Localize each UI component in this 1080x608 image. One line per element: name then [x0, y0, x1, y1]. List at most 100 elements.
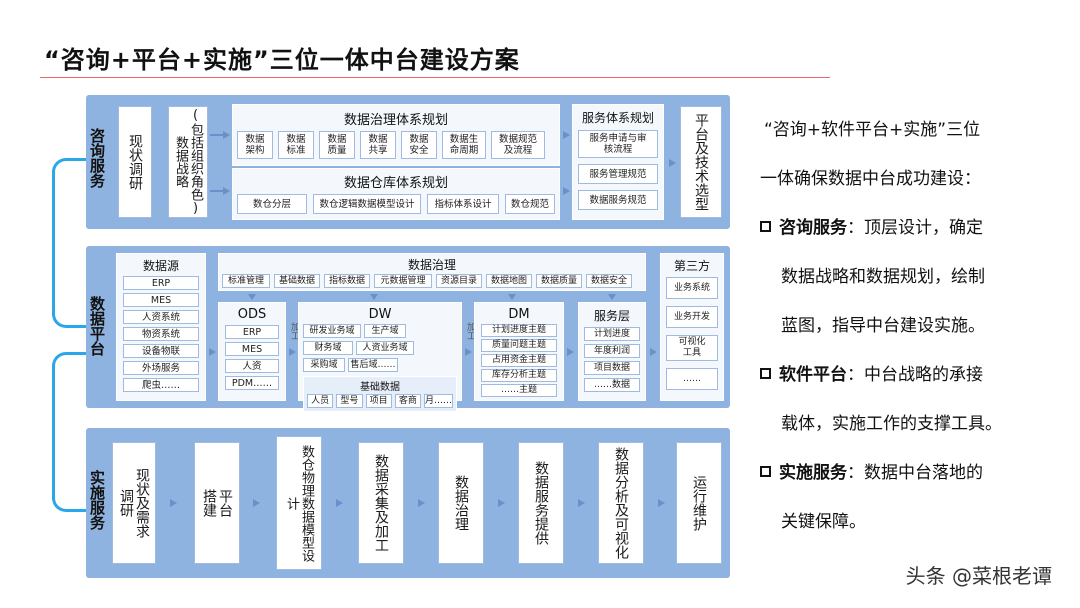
platform-gov-panel: 数据治理 标准管理 基础数据 指标数据 元数据管理 资源目录 数据地图 数据质量…: [218, 253, 646, 291]
title-divider: [40, 77, 830, 78]
desc-item-cont: 关键保障。: [760, 498, 1070, 547]
consult-gov-item: 数据架构: [237, 131, 273, 159]
arrow-down: [508, 294, 516, 300]
arrow-right: [336, 499, 343, 507]
svc-layer-list: 计划进度 年度利润 项目数据 ……数据: [579, 324, 645, 392]
svc-layer-panel: 服务层 计划进度 年度利润 项目数据 ……数据: [578, 302, 646, 401]
arrow-down: [248, 294, 256, 300]
third-party-item: 业务系统: [666, 277, 718, 299]
step-box: 现状及需求调研: [112, 442, 156, 564]
arrow-down: [370, 294, 378, 300]
platform-gov-item: 基础数据: [274, 274, 320, 288]
process-label: 加工: [289, 322, 299, 340]
desc-item-text: ：中台战略的承接: [847, 365, 983, 385]
source-title: 数据源: [142, 259, 179, 273]
dm-item: 库存分析主题: [481, 369, 557, 382]
third-party-item: ……: [666, 368, 718, 390]
consult-gov-item: 数据规范及流程: [491, 131, 545, 159]
arrow-right: [563, 187, 570, 195]
consult-dw-item: 数仓规范: [505, 194, 555, 214]
consult-svc-title: 服务体系规划: [581, 111, 654, 125]
platform-gov-items: 标准管理 基础数据 指标数据 元数据管理 资源目录 数据地图 数据质量 数据安全: [219, 273, 645, 288]
checkbox-bullet-icon: [760, 368, 771, 379]
source-item: MES: [123, 293, 199, 307]
ods-item: PDM……: [225, 376, 279, 390]
desc-item-text: 关键保障。: [781, 512, 866, 532]
desc-item-name: 咨询服务: [779, 218, 847, 238]
consult-strategy-box: 数据战略 (包括组织角色): [168, 106, 208, 218]
ods-item: MES: [225, 342, 279, 356]
consult-dw-item: 数仓逻辑数据模型设计: [313, 194, 421, 214]
step-text: 数据服务提供: [533, 461, 549, 545]
arrow-down: [608, 294, 616, 300]
third-party-title: 第三方: [673, 259, 710, 273]
consult-gov-panel: 数据治理体系规划 数据架构 数据标准 数据质量 数据共享 数据安全 数据生命周期…: [232, 104, 560, 166]
arrow-right: [563, 131, 570, 139]
desc-item: 软件平台：中台战略的承接: [760, 351, 1070, 400]
desc-item-text: ：顶层设计，确定: [847, 218, 983, 238]
arrow-right: [465, 348, 472, 356]
desc-intro-text: “咨询+软件平台+实施”三位: [764, 120, 981, 140]
step-box: 数据治理: [438, 442, 484, 564]
consult-gov-items: 数据架构 数据标准 数据质量 数据共享 数据安全 数据生命周期 数据规范及流程: [233, 128, 559, 159]
step-box: 运行维护: [676, 442, 722, 564]
platform-gov-item: 数据安全: [586, 274, 632, 288]
arrow-right: [567, 348, 574, 356]
source-item: 物资系统: [123, 327, 199, 341]
consult-dw-item: 指标体系设计: [427, 194, 499, 214]
desc-item-cont: 数据战略和数据规划，绘制: [760, 253, 1070, 302]
dw-item: 采购域: [303, 358, 345, 372]
base-item: 项目: [365, 394, 392, 408]
platform-label: 数据平台: [88, 296, 106, 356]
desc-item: 实施服务：数据中台落地的: [760, 449, 1070, 498]
source-list: ERP MES 人资系统 物资系统 设备物联 外场服务 爬虫……: [117, 274, 205, 392]
dw-item: 人资业务域: [356, 341, 414, 355]
description-block: “咨询+软件平台+实施”三位 一体确保数据中台成功建设： 咨询服务：顶层设计，确…: [760, 106, 1070, 547]
dm-list: 计划进度主题 质量问题主题 占用资金主题 库存分析主题 ……主题: [475, 322, 563, 397]
consult-gov-item: 数据安全: [401, 131, 437, 159]
arrow-right: [498, 499, 505, 507]
consult-gov-item: 数据共享: [360, 131, 396, 159]
consult-dw-item: 数仓分层: [237, 194, 307, 214]
dm-item: 质量问题主题: [481, 339, 557, 352]
step-box: 数仓物理数据模型设计: [276, 436, 322, 570]
base-data-panel: 基础数据 人员 型号 项目 客商 月……: [303, 376, 457, 412]
consult-svc-item: 服务管理规范: [578, 164, 658, 184]
base-items: 人员 型号 项目 客商 月……: [304, 393, 456, 408]
step-text: 数仓物理数据模型设计: [284, 444, 314, 562]
dw-item: 财务域: [303, 341, 353, 355]
desc-item-cont: 载体，实施工作的支撑工具。: [760, 400, 1070, 449]
ods-list: ERP MES 人资 PDM……: [219, 322, 285, 390]
arrow-right: [253, 499, 260, 507]
bracket-top: [52, 158, 92, 328]
svc-layer-item: 年度利润: [584, 344, 640, 358]
desc-item-cont: 蓝图，指导中台建设实施。: [760, 302, 1070, 351]
platform-gov-item: 元数据管理: [374, 274, 432, 288]
arrow-right: [223, 187, 230, 195]
step-box: 数据分析及可视化: [598, 442, 644, 564]
checkbox-bullet-icon: [760, 221, 771, 232]
source-panel: 数据源 ERP MES 人资系统 物资系统 设备物联 外场服务 爬虫……: [116, 253, 206, 401]
consult-gov-item: 数据标准: [278, 131, 314, 159]
dw-grid: 研发业务域 生产域 财务域 人资业务域 采购域 售后域……: [299, 322, 461, 372]
step-box: 平台搭建: [194, 442, 240, 564]
svc-layer-item: 项目数据: [584, 361, 640, 375]
arrow-right: [289, 348, 296, 356]
dm-panel: DM 计划进度主题 质量问题主题 占用资金主题 库存分析主题 ……主题: [474, 302, 564, 401]
platform-gov-item: 标准管理: [222, 274, 270, 288]
desc-intro-text: 一体确保数据中台成功建设：: [760, 169, 981, 189]
svc-layer-item: ……数据: [584, 378, 640, 392]
source-item: 外场服务: [123, 361, 199, 375]
desc-item-text: ：数据中台落地的: [847, 463, 983, 483]
step-box: 数据采集及加工: [358, 442, 404, 564]
base-item: 月……: [424, 394, 454, 408]
desc-item-text: 数据战略和数据规划，绘制: [781, 267, 985, 287]
base-title: 基础数据: [360, 382, 400, 393]
arrow-right: [223, 131, 230, 139]
dm-item: 占用资金主题: [481, 354, 557, 367]
ods-item: 人资: [225, 359, 279, 373]
dm-title: DM: [508, 307, 530, 322]
platform-gov-item: 指标数据: [324, 274, 370, 288]
dw-panel: DW 研发业务域 生产域 财务域 人资业务域 采购域 售后域…… 基础数据 人员…: [298, 302, 462, 412]
step-text: 数据分析及可视化: [613, 447, 629, 559]
